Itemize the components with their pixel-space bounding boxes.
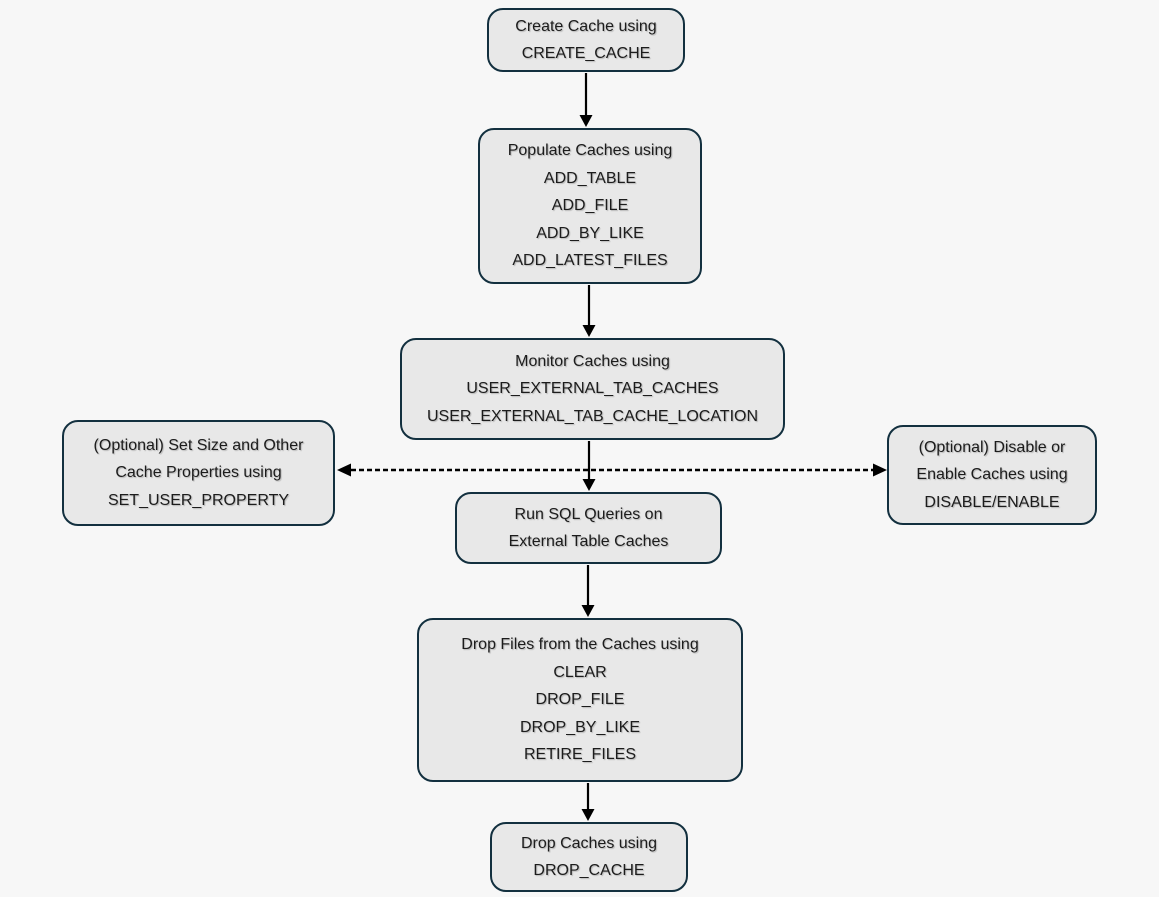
arrow-dropfiles-to-dropcaches [581,783,595,821]
arrow-monitor-to-runsql [582,441,596,491]
node-text-line: CREATE_CACHE [521,45,651,62]
node-text-line: USER_EXTERNAL_TAB_CACHE_LOCATION [426,407,759,425]
node-text-line: CLEAR [553,663,607,681]
node-text-line: ADD_TABLE [543,169,637,187]
node-monitor-caches: Monitor Caches using USER_EXTERNAL_TAB_C… [400,338,785,440]
node-text-line: Populate Caches using [507,142,673,160]
node-text-line: Enable Caches using [916,466,1068,484]
node-disable-enable-caches: (Optional) Disable or Enable Caches usin… [887,425,1097,525]
node-text-line: Create Cache using [515,17,657,35]
node-text-line: External Table Caches [508,533,669,550]
node-text-line: Drop Caches using [520,834,658,852]
arrow-populate-to-monitor [582,285,596,337]
node-text-line: DROP_CACHE [533,862,645,879]
node-text-line: USER_EXTERNAL_TAB_CACHES [466,380,719,398]
node-drop-caches: Drop Caches using DROP_CACHE [490,822,688,892]
node-text-line: ADD_LATEST_FILES [512,252,668,270]
node-text-line: DROP_BY_LIKE [519,718,641,736]
node-text-line: (Optional) Set Size and Other [93,436,304,454]
node-text-line: Run SQL Queries on [514,505,663,523]
node-set-cache-properties: (Optional) Set Size and Other Cache Prop… [62,420,335,526]
node-text-line: ADD_BY_LIKE [536,224,644,242]
node-text-line: DISABLE/ENABLE [924,493,1060,511]
node-text-line: RETIRE_FILES [523,746,637,764]
node-text-line: SET_USER_PROPERTY [107,491,290,509]
node-text-line: (Optional) Disable or [918,438,1066,456]
node-create-cache: Create Cache using CREATE_CACHE [487,8,685,72]
node-text-line: DROP_FILE [535,691,625,709]
node-populate-caches: Populate Caches using ADD_TABLE ADD_FILE… [478,128,702,284]
node-text-line: ADD_FILE [551,197,629,215]
arrow-runsql-to-dropfiles [581,565,595,617]
node-text-line: Cache Properties using [115,464,282,482]
node-text-line: Drop Files from the Caches using [461,636,699,654]
arrow-optional-dashed [337,463,887,477]
node-text-line: Monitor Caches using [515,352,670,370]
node-drop-files: Drop Files from the Caches using CLEAR D… [417,618,743,782]
arrow-create-to-populate [579,73,593,127]
node-run-sql-queries: Run SQL Queries on External Table Caches [455,492,722,564]
